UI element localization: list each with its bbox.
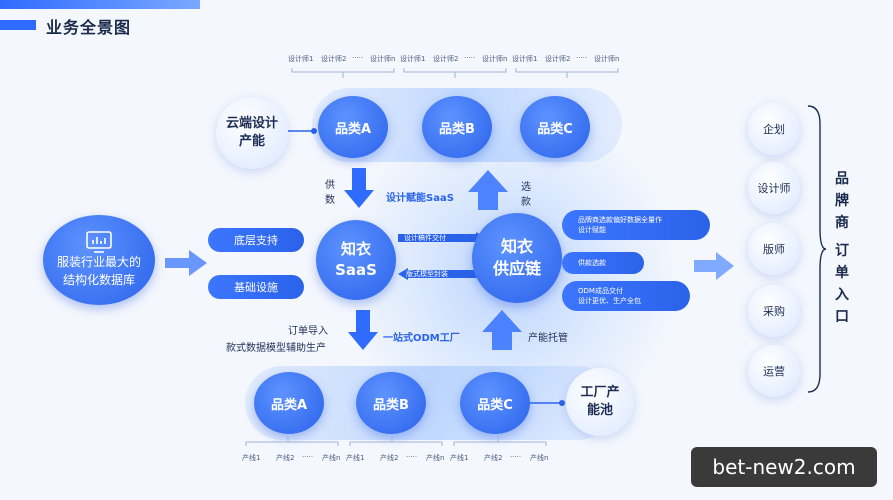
factory-line1: 工厂产	[580, 385, 620, 400]
designer-label: ·····	[576, 54, 588, 62]
bottom-category-a: 品类A	[254, 372, 324, 434]
bottom-production-labels: 产线1 产线2 ····· 产线n 产线1 产线2 ····· 产线n 产线1 …	[242, 436, 554, 464]
production-label: 产线1	[450, 454, 469, 462]
cloud-design-capacity: 云端设计 产能	[216, 97, 288, 169]
saas-line1: 知衣	[340, 240, 371, 258]
zhiyi-saas: 知衣 SaaS	[316, 220, 396, 300]
production-label: 产线1	[242, 454, 261, 462]
style-model-label: 款式数据模型辅助生产	[226, 343, 326, 354]
designer-label: 设计师2	[433, 55, 459, 63]
supply-data-down-arrow	[344, 168, 374, 208]
order-entry-label: 订 单 入 口	[834, 240, 850, 328]
brand-label: 品 牌 商	[834, 168, 850, 234]
design-delivery-label: 设计稿件交付	[404, 234, 446, 242]
brand-char: 牌	[835, 193, 849, 209]
production-label: ·····	[406, 453, 418, 461]
role-pattern-maker: 版师	[748, 223, 800, 275]
pill-line: 设计更优、生产全包	[578, 297, 641, 305]
designer-label: 设计师n	[482, 55, 508, 63]
order-char: 单	[835, 265, 849, 281]
designer-label: 设计师1	[400, 55, 426, 63]
title-marker	[0, 20, 36, 30]
cloud-line2: 产能	[238, 134, 265, 149]
right-pill-select: 供款选款	[562, 252, 644, 274]
page-title: 业务全景图	[46, 18, 132, 37]
design-delivery-arrow: 设计稿件交付	[398, 232, 486, 244]
designer-label: 设计师2	[545, 55, 571, 63]
order-char: 口	[835, 309, 849, 325]
order-import-label: 订单导入	[288, 326, 328, 337]
output-right-arrow	[694, 252, 734, 280]
design-saas-label: 设计赋能SaaS	[386, 193, 454, 204]
role-designer: 设计师	[748, 162, 800, 214]
order-char: 订	[835, 243, 849, 259]
pill-line: ODM成品交付	[578, 287, 623, 295]
production-label: 产线2	[380, 454, 399, 462]
right-brace	[807, 105, 826, 393]
top-category-c: 品类C	[520, 96, 590, 158]
designer-label: 设计师1	[288, 55, 314, 63]
pill-line: 设计赋能	[578, 226, 606, 234]
production-label: 产线n	[322, 454, 341, 462]
header-accent-bar	[0, 0, 200, 9]
database-line1: 服装行业最大的	[56, 255, 141, 269]
capacity-up-arrow	[482, 310, 522, 350]
bottom-category-c: 品类C	[460, 372, 530, 434]
model-package-arrow: 版式模型封装	[398, 268, 486, 280]
saas-line2: SaaS	[335, 261, 377, 279]
watermark: bet-new2.com	[691, 447, 877, 487]
supply-line1: 知衣	[500, 237, 533, 256]
production-label: 产线n	[426, 454, 445, 462]
base-support-pill: 底层支持	[208, 228, 304, 252]
cloud-line1: 云端设计	[225, 116, 278, 131]
right-pill-odm: ODM成品交付 设计更优、生产全包	[562, 281, 690, 311]
designer-label: 设计师1	[512, 55, 538, 63]
production-label: ·····	[302, 453, 314, 461]
production-label: 产线2	[276, 454, 295, 462]
select-label: 选款	[521, 182, 531, 208]
pill-line: 品牌商选款偏好数据全量作	[578, 216, 662, 224]
role-purchasing: 采购	[748, 285, 800, 337]
order-char: 入	[835, 287, 849, 303]
role-planning: 企划	[748, 103, 800, 155]
designer-label: 设计师n	[370, 55, 396, 63]
designer-label: 设计师2	[321, 55, 347, 63]
infrastructure-pill: 基础设施	[208, 275, 304, 299]
select-up-arrow	[468, 170, 508, 210]
model-package-label: 版式模型封装	[406, 270, 448, 278]
odm-factory-label: 一站式ODM工厂	[383, 333, 460, 344]
factory-connector	[530, 400, 565, 406]
supply-line2: 供应链	[492, 259, 541, 278]
bottom-category-b: 品类B	[356, 372, 426, 434]
production-label: 产线n	[530, 454, 549, 462]
designer-label: ·····	[352, 54, 364, 62]
production-label: 产线1	[346, 454, 365, 462]
brand-char: 商	[835, 215, 849, 231]
production-label: ·····	[510, 453, 522, 461]
factory-capacity-pool: 工厂产 能池	[566, 368, 634, 436]
factory-line2: 能池	[586, 403, 613, 418]
top-category-a: 品类A	[318, 96, 388, 158]
production-label: 产线2	[484, 454, 503, 462]
chart-icon	[86, 231, 112, 253]
capacity-hosting-label: 产能托管	[528, 333, 568, 344]
top-designer-labels: 设计师1 设计师2 ····· 设计师n 设计师1 设计师2 ····· 设计师…	[288, 54, 624, 78]
zhiyi-supply-chain: 知衣 供应链	[472, 213, 562, 303]
fashion-database: 服装行业最大的 结构化数据库	[43, 215, 155, 305]
brand-char: 品	[835, 171, 849, 187]
database-right-arrow	[165, 250, 207, 276]
supply-data-label: 供数	[325, 180, 335, 206]
cloud-connector	[288, 128, 317, 134]
designer-label: 设计师n	[594, 55, 620, 63]
order-import-down-arrow	[348, 310, 378, 350]
top-category-b: 品类B	[422, 96, 492, 158]
right-pill-preference: 品牌商选款偏好数据全量作 设计赋能	[562, 210, 710, 240]
database-line2: 结构化数据库	[62, 273, 135, 287]
designer-label: ·····	[464, 54, 476, 62]
role-operations: 运营	[748, 345, 800, 397]
